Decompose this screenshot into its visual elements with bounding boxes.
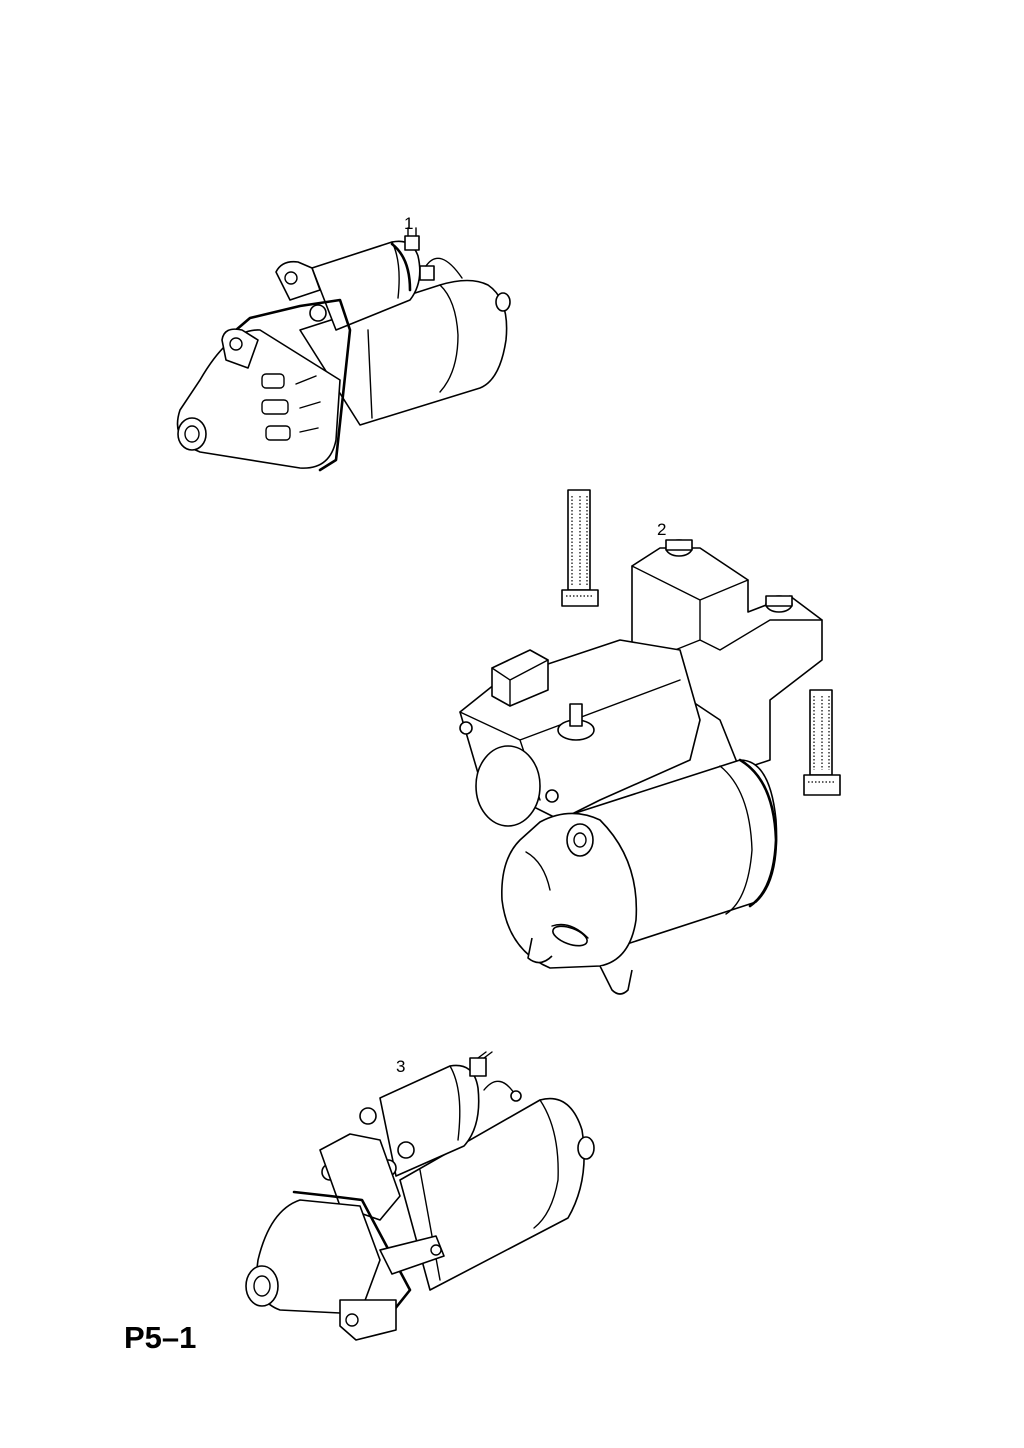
part-2-bolt-lower[interactable] <box>803 689 841 796</box>
part-2-starter-motor-with-bracket[interactable] <box>459 489 841 995</box>
callout-3: 3 <box>396 1057 406 1076</box>
part-1-starter-motor[interactable] <box>176 227 511 472</box>
callout-2: 2 <box>657 520 667 539</box>
callout-1: 1 <box>404 214 414 233</box>
page-code: P5–1 <box>124 1320 197 1355</box>
part-3-starter-motor[interactable] <box>245 1051 595 1341</box>
part-2-bolt-upper[interactable] <box>561 489 599 607</box>
